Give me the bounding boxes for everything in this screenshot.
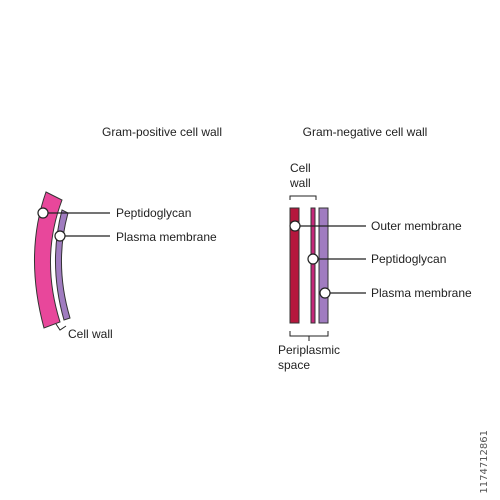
- gram-positive-cell-wall-bracket: [55, 323, 67, 331]
- gram-positive-cell-wall-label: Cell wall: [68, 327, 113, 341]
- gram-negative-plasma-membrane-label: Plasma membrane: [371, 286, 472, 300]
- gram-negative-cell-wall-bracket: [289, 195, 317, 200]
- gram-negative-title: Gram-negative cell wall: [303, 125, 428, 139]
- gram-negative-periplasmic-label-line1: Periplasmic: [278, 343, 340, 357]
- gram-negative-outer-membrane-layer: [289, 207, 300, 324]
- gram-positive-peptidoglycan-marker: [37, 207, 49, 219]
- gram-negative-periplasmic-bracket: [289, 331, 329, 337]
- gram-negative-peptidoglycan-label: Peptidoglycan: [371, 252, 446, 266]
- gram-positive-plasma-membrane-layer: [54, 209, 71, 321]
- gram-negative-periplasmic-label-line2: space: [278, 358, 310, 372]
- gram-negative-outer-membrane-label: Outer membrane: [371, 219, 462, 233]
- gram-negative-outer-membrane-marker: [289, 220, 301, 232]
- gram-negative-peptidoglycan-layer: [310, 207, 316, 324]
- gram-negative-cell-wall-label-line2: wall: [289, 176, 311, 190]
- gram-negative-plasma-membrane-marker: [319, 287, 331, 299]
- gram-negative-cell-wall-label-line1: Cell: [290, 161, 311, 175]
- gram-negative-plasma-membrane-layer: [318, 207, 329, 324]
- gram-negative-peptidoglycan-marker: [307, 253, 319, 265]
- stock-id-watermark: 1174712861: [479, 430, 490, 494]
- gram-positive-peptidoglycan-layer: [34, 191, 63, 329]
- gram-positive-plasma-membrane-label: Plasma membrane: [116, 230, 217, 244]
- gram-positive-plasma-membrane-marker: [54, 230, 66, 242]
- gram-positive-peptidoglycan-label: Peptidoglycan: [116, 206, 191, 220]
- gram-positive-title: Gram-positive cell wall: [102, 125, 222, 139]
